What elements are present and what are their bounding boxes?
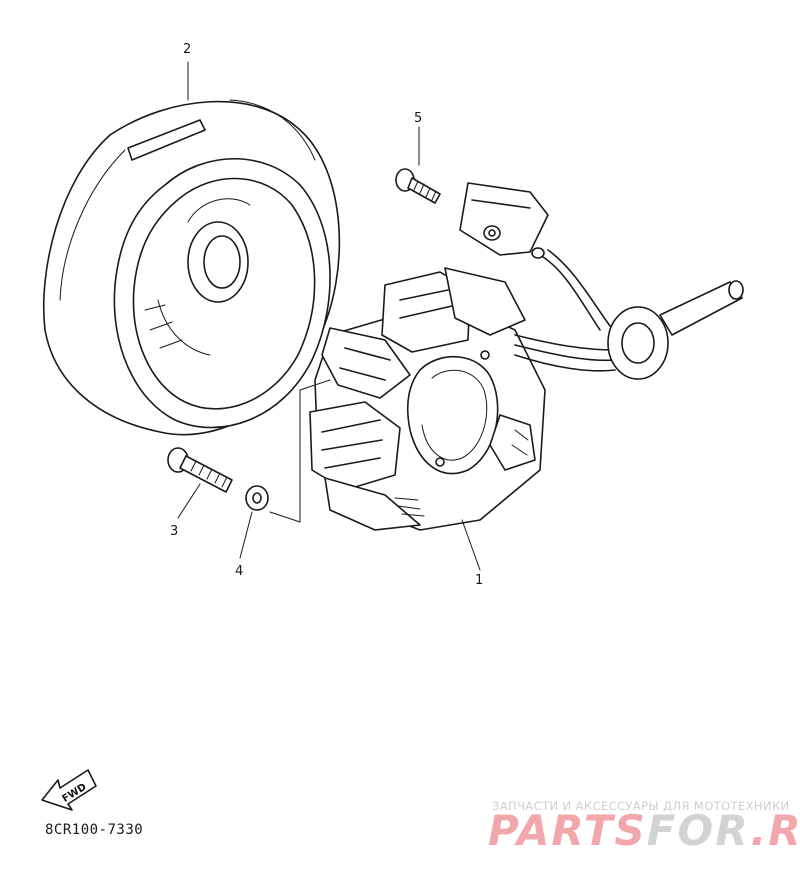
callout-5: 5	[414, 111, 422, 126]
part-code: 8CR100-7330	[45, 822, 144, 838]
washer-part-4	[245, 485, 269, 511]
rotor-part-2	[42, 99, 341, 436]
watermark-logo-part3: .RU	[750, 806, 800, 855]
watermark-logo-part2: FOR	[646, 806, 751, 855]
pickup-coil	[459, 182, 549, 259]
screw-part-5	[395, 168, 441, 204]
stator-part-1	[309, 267, 546, 531]
callout-2: 2	[183, 42, 191, 57]
fwd-arrow-icon: FWD	[41, 769, 97, 811]
leader-lines	[177, 61, 481, 571]
watermark-tagline: ЗАПЧАСТИ И АКСЕССУАРЫ ДЛЯ МОТОТЕХНИКИ	[492, 799, 790, 813]
watermark-logo-part1: PARTS	[488, 806, 647, 855]
callout-1: 1	[475, 573, 483, 588]
bolt-part-3	[167, 447, 233, 493]
wire-harness	[514, 249, 744, 380]
callout-4: 4	[235, 564, 243, 579]
watermark-logo: PARTSFOR.RU	[488, 806, 800, 855]
callout-3: 3	[170, 524, 178, 539]
